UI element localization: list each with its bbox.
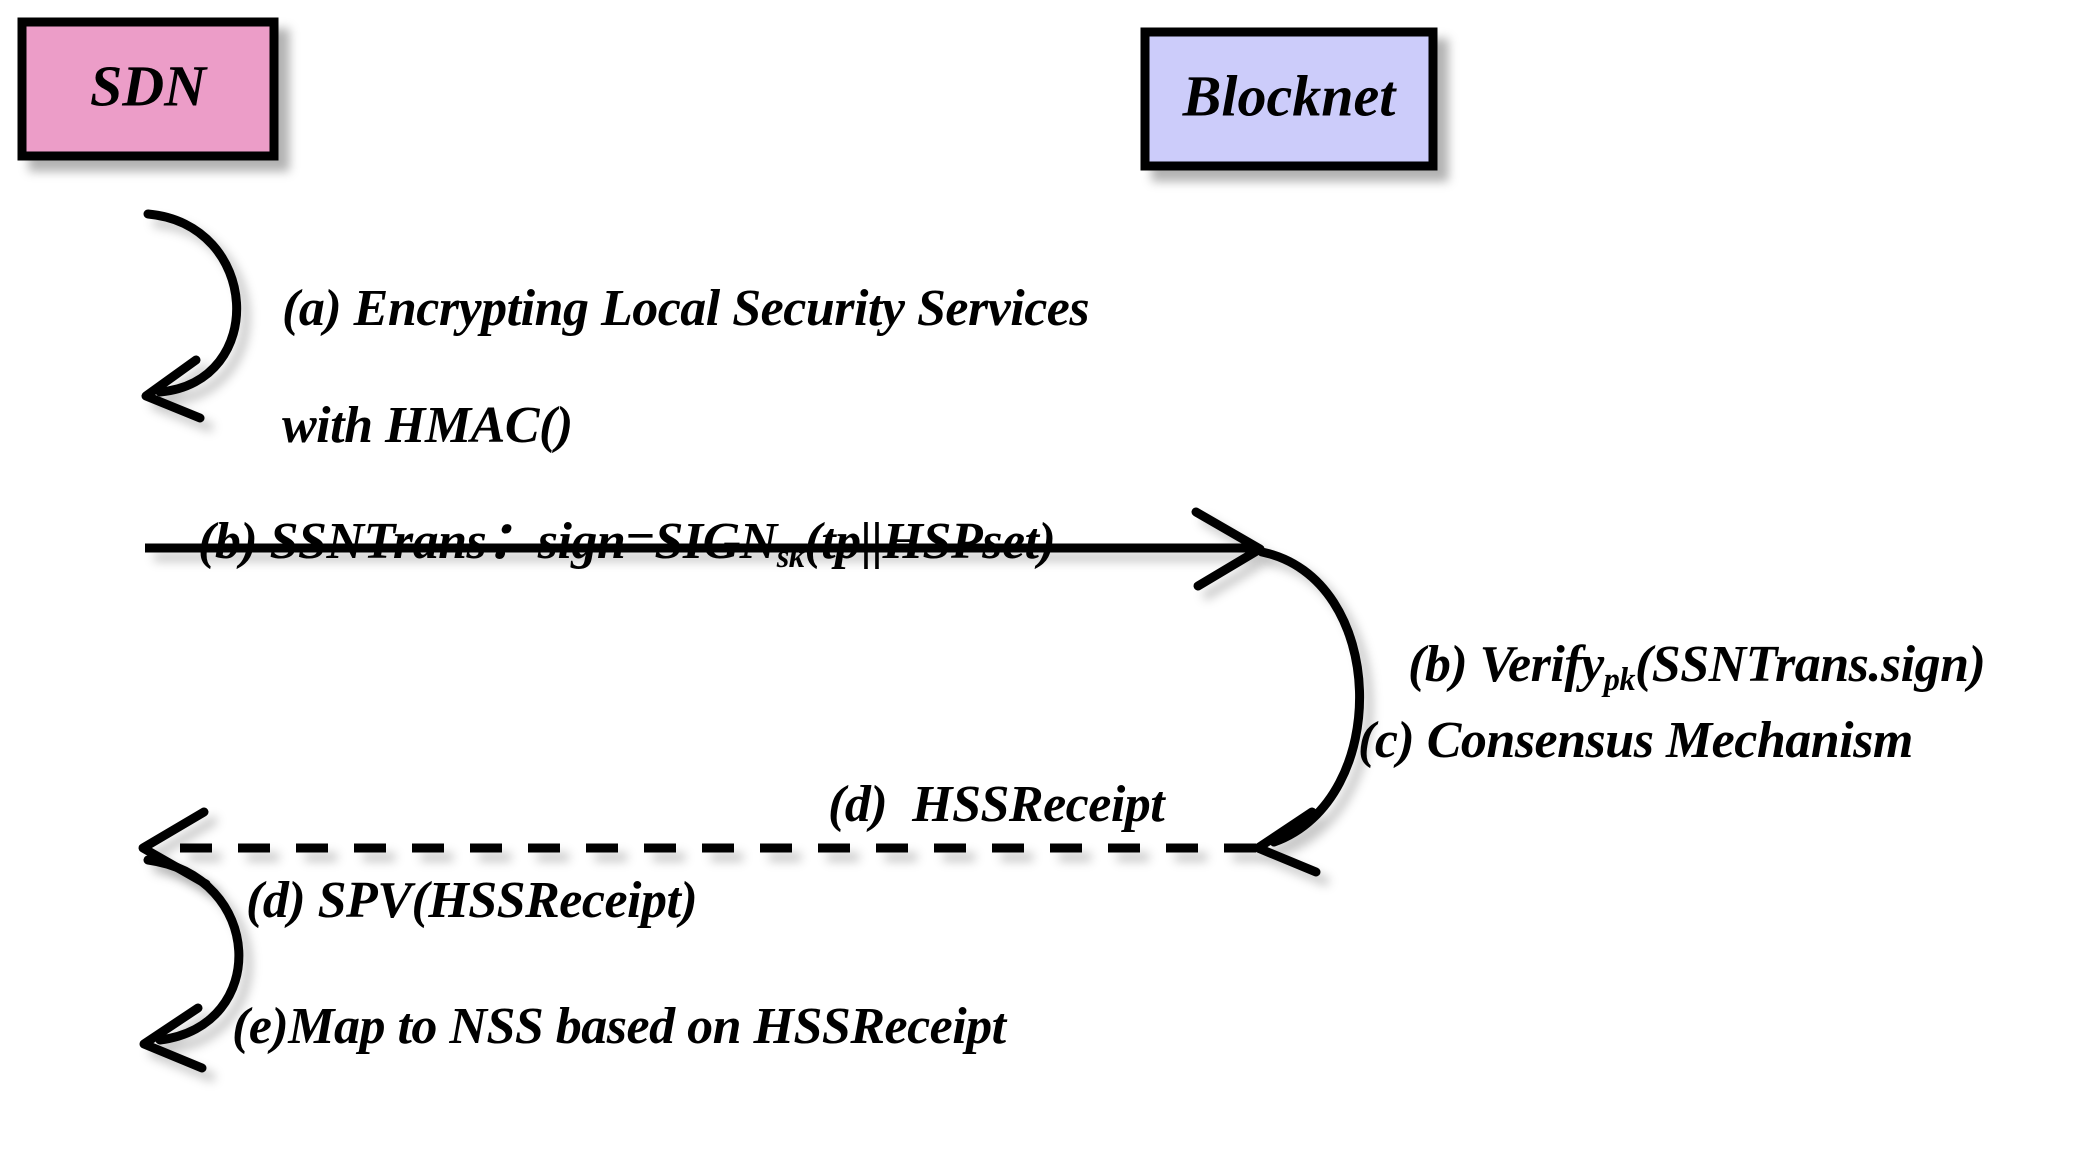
self-loop-arc-verify-consensus[interactable] [1253, 547, 1364, 877]
participant-box-sdn[interactable] [17, 17, 279, 161]
label-map-to-nss: (e)Map to NSS based on HSSReceipt [232, 998, 1006, 1055]
participant-label-blocknet: Blocknet [1182, 63, 1398, 128]
subscript-pk: pk [1603, 661, 1636, 698]
participant-label-sdn: SDN [90, 53, 208, 118]
label-hssreceipt: (d) HSSReceipt [828, 776, 1165, 833]
self-loop-arc-encrypt[interactable] [141, 209, 241, 423]
participant-box-blocknet[interactable] [1140, 27, 1438, 171]
subscript-sk: sk [776, 538, 805, 575]
label-ssntrans-sign: (b) SSNTrans：sign=SIGNsk(tp||HSPset) [198, 513, 1056, 575]
label-encrypt-local-security-services: (a) Encrypting Local Security Services w… [282, 280, 1090, 454]
label-verify-ssntrans-sign: (b) Verifypk(SSNTrans.sign) [1408, 636, 1986, 698]
label-consensus-mechanism: (c) Consensus Mechanism [1358, 712, 1913, 769]
self-loop-arc-spv-map[interactable] [139, 855, 244, 1073]
label-spv-hssreceipt: (d) SPV(HSSReceipt) [246, 872, 698, 929]
